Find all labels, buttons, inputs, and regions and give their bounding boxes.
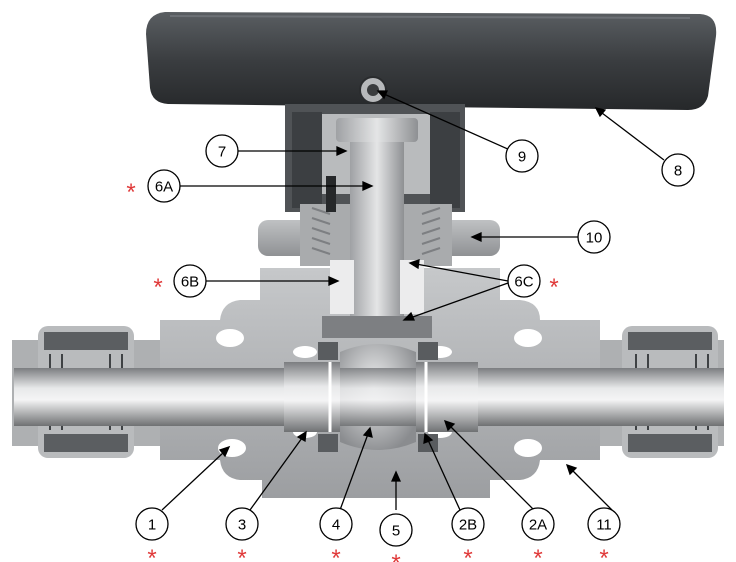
callout-8: 8 <box>661 153 695 187</box>
callout-2A-label: 2A <box>529 517 547 534</box>
arrow-8 <box>594 107 665 161</box>
callout-6B: 6B <box>173 264 207 298</box>
callout-7: 7 <box>205 134 239 168</box>
asterisk-2A: * <box>533 545 542 562</box>
callout-7-label: 7 <box>218 144 226 161</box>
ball <box>340 344 416 450</box>
handle <box>146 12 717 110</box>
arrow-6C-upper <box>408 259 509 282</box>
asterisk-6B: * <box>153 274 162 301</box>
stem <box>322 118 432 338</box>
callout-3-label: 3 <box>238 517 246 534</box>
asterisk-1: * <box>147 545 156 562</box>
leader-lines <box>161 90 665 511</box>
callout-2B-label: 2B <box>459 517 477 534</box>
asterisk-markers: * * * * * * * * * * <box>126 179 608 562</box>
arrow-9 <box>376 90 511 151</box>
arrow-3 <box>249 430 307 511</box>
arrow-6B <box>206 275 340 287</box>
asterisk-6C: * <box>549 274 558 301</box>
arrow-11 <box>565 463 613 511</box>
callout-6A-label: 6A <box>155 179 173 196</box>
arrow-2A <box>443 419 535 511</box>
arrow-7 <box>238 145 348 157</box>
callout-5: 5 <box>379 513 413 547</box>
callout-10: 10 <box>577 220 611 254</box>
arrow-2B <box>423 432 461 511</box>
callout-1-label: 1 <box>148 517 156 534</box>
callout-4: 4 <box>319 507 353 541</box>
arrow-10 <box>470 231 578 243</box>
callout-9: 9 <box>505 139 539 173</box>
callout-4-label: 4 <box>332 517 340 534</box>
asterisk-11: * <box>599 545 608 562</box>
arrow-6A <box>180 180 374 192</box>
callout-6C-label: 6C <box>514 274 533 291</box>
arrow-1 <box>161 445 231 511</box>
callout-2B: 2B <box>451 507 485 541</box>
asterisk-3: * <box>237 545 246 562</box>
callout-10-label: 10 <box>586 230 603 247</box>
asterisk-4: * <box>331 545 340 562</box>
callout-8-label: 8 <box>674 163 682 180</box>
callout-9-label: 9 <box>518 149 526 166</box>
callout-1: 1 <box>135 507 169 541</box>
callout-6B-label: 6B <box>181 274 199 291</box>
asterisk-6A: * <box>126 179 135 206</box>
seats <box>318 342 438 452</box>
callout-11: 11 <box>587 507 621 541</box>
asterisk-5: * <box>391 550 400 562</box>
callout-6C: 6C <box>507 264 541 298</box>
callout-11-label: 11 <box>596 517 612 534</box>
callout-6A: 6A <box>147 169 181 203</box>
arrow-6C-lower <box>402 282 509 321</box>
arrow-5 <box>390 470 402 510</box>
callout-2A: 2A <box>521 507 555 541</box>
set-screw <box>359 76 387 104</box>
callout-3: 3 <box>225 507 259 541</box>
asterisk-2B: * <box>463 545 472 562</box>
arrow-4 <box>339 426 373 511</box>
callout-5-label: 5 <box>392 523 400 540</box>
